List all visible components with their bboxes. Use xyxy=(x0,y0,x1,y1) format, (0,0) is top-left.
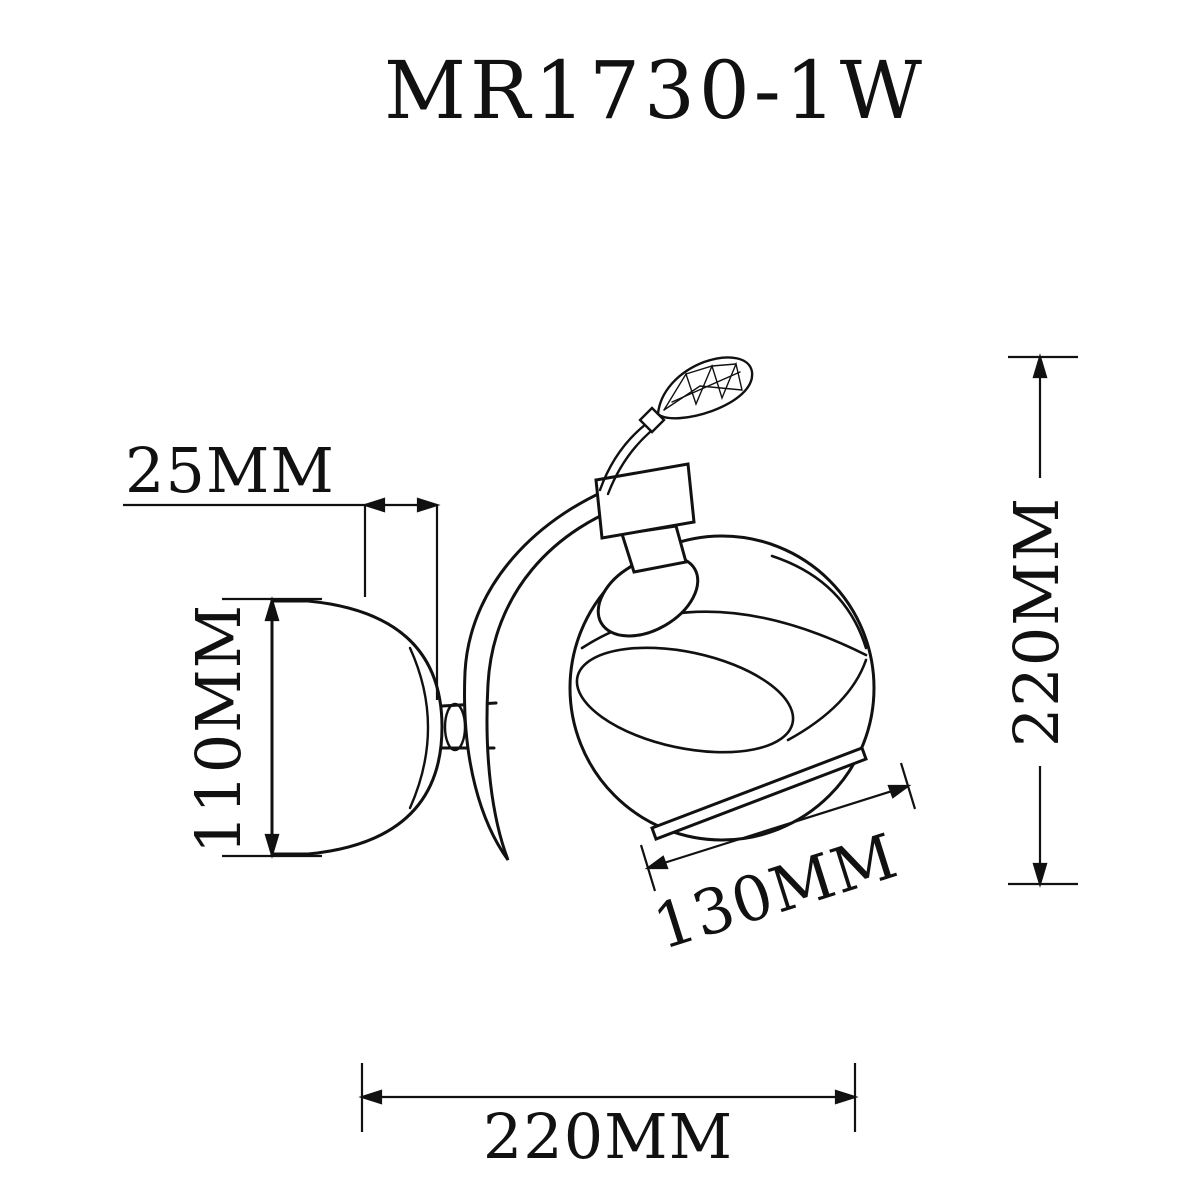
crystal-leaf xyxy=(656,356,754,420)
curved-arm xyxy=(463,475,642,861)
connector-hub xyxy=(443,702,467,752)
dimension-110mm xyxy=(222,596,322,859)
dim-130mm-label: 130MM xyxy=(645,819,906,964)
dimension-220mm-width xyxy=(358,1063,859,1132)
dim-25-arrow-left xyxy=(361,497,386,513)
model-title: MR1730-1W xyxy=(384,44,926,137)
shade-highlight-crescent xyxy=(770,554,868,650)
dim-220mm-height-label: 220MM xyxy=(1000,497,1073,747)
mount-bracket xyxy=(594,462,696,540)
decorative-stem xyxy=(598,422,652,496)
dim-220mm-width-label: 220MM xyxy=(483,1100,733,1173)
leaf-lattice xyxy=(663,361,743,411)
shade-rim xyxy=(650,746,868,841)
shade-swirl-oval xyxy=(575,646,795,754)
dim-130-arrow-right xyxy=(887,784,912,799)
dim-220h-arrow-top xyxy=(1032,353,1048,379)
wall-backplate xyxy=(270,599,444,856)
dim-25mm-label: 25MM xyxy=(125,434,335,507)
stem-inner-line xyxy=(606,430,652,496)
dim-220w-arrow-left xyxy=(358,1089,383,1105)
stem-outer-line xyxy=(598,422,648,492)
dim-130-line xyxy=(647,784,909,870)
dimension-130mm xyxy=(639,762,917,892)
dim-130-arrow-left xyxy=(644,855,669,870)
lamp-drawing xyxy=(270,356,876,861)
shade-outline xyxy=(568,534,876,842)
dim-110-arrow-top xyxy=(264,596,280,622)
shade-decoration xyxy=(575,554,868,754)
dimension-25mm xyxy=(123,497,441,700)
shade-swirl-tail xyxy=(786,658,868,742)
dimension-annotations xyxy=(123,353,1078,1132)
dim-110mm-label: 110MM xyxy=(182,604,255,854)
dim-110-arrow-bottom xyxy=(264,833,280,859)
backplate-inner-edge xyxy=(408,646,430,810)
dim-220w-arrow-right xyxy=(834,1089,859,1105)
dimension-220mm-height xyxy=(1008,353,1078,888)
dim-25-arrow-right xyxy=(416,497,441,513)
dim-220h-arrow-bottom xyxy=(1032,862,1048,888)
